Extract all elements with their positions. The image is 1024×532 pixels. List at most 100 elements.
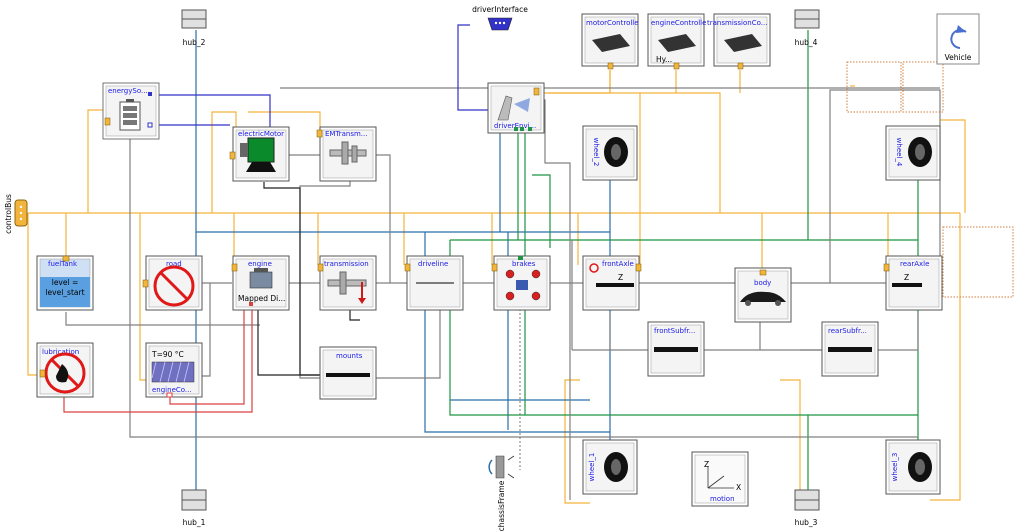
mounts-block[interactable]: mounts — [319, 346, 377, 400]
driver-interface[interactable]: driverInterface — [472, 5, 528, 31]
engine-controller-block[interactable]: engineControlle Hy... — [647, 13, 706, 67]
body-label: body — [754, 279, 771, 287]
front-axle-z: Z — [618, 273, 623, 282]
axle-icon — [596, 283, 634, 287]
rear-subframe-block[interactable]: rearSubfr... — [821, 321, 879, 377]
hub-3[interactable]: hub_3 — [794, 489, 820, 527]
road-block[interactable]: road — [145, 255, 203, 311]
brakes-label: brakes — [512, 260, 536, 268]
rear-axle-block[interactable]: rearAxle Z — [885, 255, 943, 311]
prohibited-icon — [44, 352, 86, 394]
motion-block[interactable]: Z X motion — [691, 451, 749, 507]
wheel-4-block[interactable]: wheel_4 — [885, 125, 941, 181]
control-bus-label: controlBus — [4, 194, 13, 234]
wheel-3-block[interactable]: wheel_3 — [885, 439, 941, 495]
driveline-block[interactable]: driveline — [406, 255, 464, 311]
fuel-tank-level-line2: level_start — [45, 288, 84, 297]
motion-label: motion — [710, 495, 735, 503]
transmission-label: transmission — [324, 260, 369, 268]
axle-icon — [892, 283, 922, 287]
driver-environment-label: driverEnvi... — [494, 122, 536, 130]
energy-source-block[interactable]: energySo... — [102, 82, 160, 140]
hatched-volume-icon — [151, 361, 195, 383]
gray-wires — [65, 87, 941, 500]
chassis-frame-label: chassisFrame — [497, 480, 506, 531]
engine-icon — [249, 271, 273, 289]
fuel-tank-block[interactable]: fuelTank level = level_start — [36, 255, 94, 311]
frame-bar-icon — [654, 347, 698, 352]
mount-bar-icon — [326, 373, 370, 377]
vehicle-icon-block[interactable]: Vehicle — [936, 13, 980, 65]
road-label: road — [166, 260, 182, 268]
prohibited-icon — [153, 265, 195, 307]
red-wires — [63, 306, 253, 413]
wheel-1-block[interactable]: wheel_1 — [582, 439, 638, 495]
body-block[interactable]: body — [734, 267, 792, 323]
motor-icon — [247, 137, 275, 163]
energy-source-label: energySo... — [108, 87, 148, 95]
fuel-tank-label: fuelTank — [48, 260, 78, 268]
motor-controller-block[interactable]: motorControlle — [581, 13, 639, 67]
transmission-block[interactable]: transmission — [319, 255, 377, 311]
wheel-2-label: wheel_2 — [592, 138, 600, 167]
mounts-label: mounts — [336, 352, 363, 360]
dotted-outlines — [846, 61, 1014, 298]
em-transmission-label: EMTransm... — [325, 130, 367, 138]
hub-4[interactable]: hub_4 — [794, 9, 820, 47]
driveline-label: driveline — [418, 260, 448, 268]
hub-4-label: hub_4 — [795, 38, 818, 47]
oil-drop-icon — [56, 364, 69, 383]
rear-subframe-label: rearSubfr... — [828, 327, 867, 335]
dark-wires — [257, 182, 360, 376]
hub-1-label: hub_1 — [183, 518, 206, 527]
ports — [39, 62, 890, 398]
wheel-4-label: wheel_4 — [895, 138, 903, 167]
motor-controller-label: motorControlle — [586, 19, 639, 27]
brakes-block[interactable]: brakes — [493, 255, 551, 311]
brake-discs-icon — [505, 269, 541, 301]
transmission-controller-label: transmissionCo... — [707, 19, 767, 27]
driver-environment-block[interactable]: driverEnvi... — [487, 82, 545, 134]
chip-icon — [592, 34, 630, 52]
engine-sub: Mapped Di... — [238, 294, 285, 303]
engine-coolant-temp: T=90 °C — [151, 350, 184, 359]
electric-motor-block[interactable]: electricMotor — [232, 126, 290, 182]
hub-2-label: hub_2 — [183, 38, 206, 47]
chassis-frame[interactable]: chassisFrame — [486, 452, 516, 531]
fuel-tank-level-line1: level = — [52, 278, 79, 287]
wheel-2-block[interactable]: wheel_2 — [582, 125, 638, 181]
chip-icon — [724, 34, 762, 52]
front-subframe-block[interactable]: frontSubfr... — [647, 321, 705, 377]
vehicle-label: Vehicle — [945, 53, 972, 62]
car-icon — [740, 291, 786, 302]
transmission-controller-block[interactable]: transmissionCo... — [707, 13, 771, 67]
engine-controller-label: engineControlle — [651, 19, 706, 27]
rear-axle-label: rearAxle — [900, 260, 929, 268]
wheel-1-label: wheel_1 — [588, 453, 596, 482]
violet-wires — [150, 24, 488, 130]
control-bus-wires — [27, 70, 966, 504]
driver-seat-icon — [497, 95, 513, 121]
gearbox-icon — [327, 279, 367, 287]
driver-interface-label: driverInterface — [472, 5, 528, 14]
svg-text:X: X — [736, 483, 741, 492]
lubrication-block[interactable]: lubrication — [36, 342, 94, 398]
em-transmission-block[interactable]: EMTransm... — [319, 126, 377, 182]
lubrication-label: lubrication — [42, 348, 79, 356]
rear-axle-z: Z — [904, 273, 909, 282]
control-bus[interactable]: controlBus — [4, 194, 28, 234]
wheel-3-label: wheel_3 — [891, 453, 899, 482]
front-axle-block[interactable]: frontAxle Z — [582, 255, 640, 311]
engine-controller-sub: Hy... — [656, 55, 672, 64]
engine-coolant-label: engineCo... — [152, 386, 192, 394]
hub-3-label: hub_3 — [795, 518, 818, 527]
engine-label: engine — [248, 260, 272, 268]
engine-block[interactable]: engine Mapped Di... — [232, 255, 290, 311]
front-axle-label: frontAxle — [602, 260, 634, 268]
electric-motor-label: electricMotor — [238, 130, 284, 138]
connection-lines — [27, 24, 1014, 504]
hub-1[interactable]: hub_1 — [181, 489, 207, 527]
engine-coolant-block[interactable]: T=90 °C engineCo... — [145, 342, 203, 398]
hub-2[interactable]: hub_2 — [181, 9, 207, 47]
